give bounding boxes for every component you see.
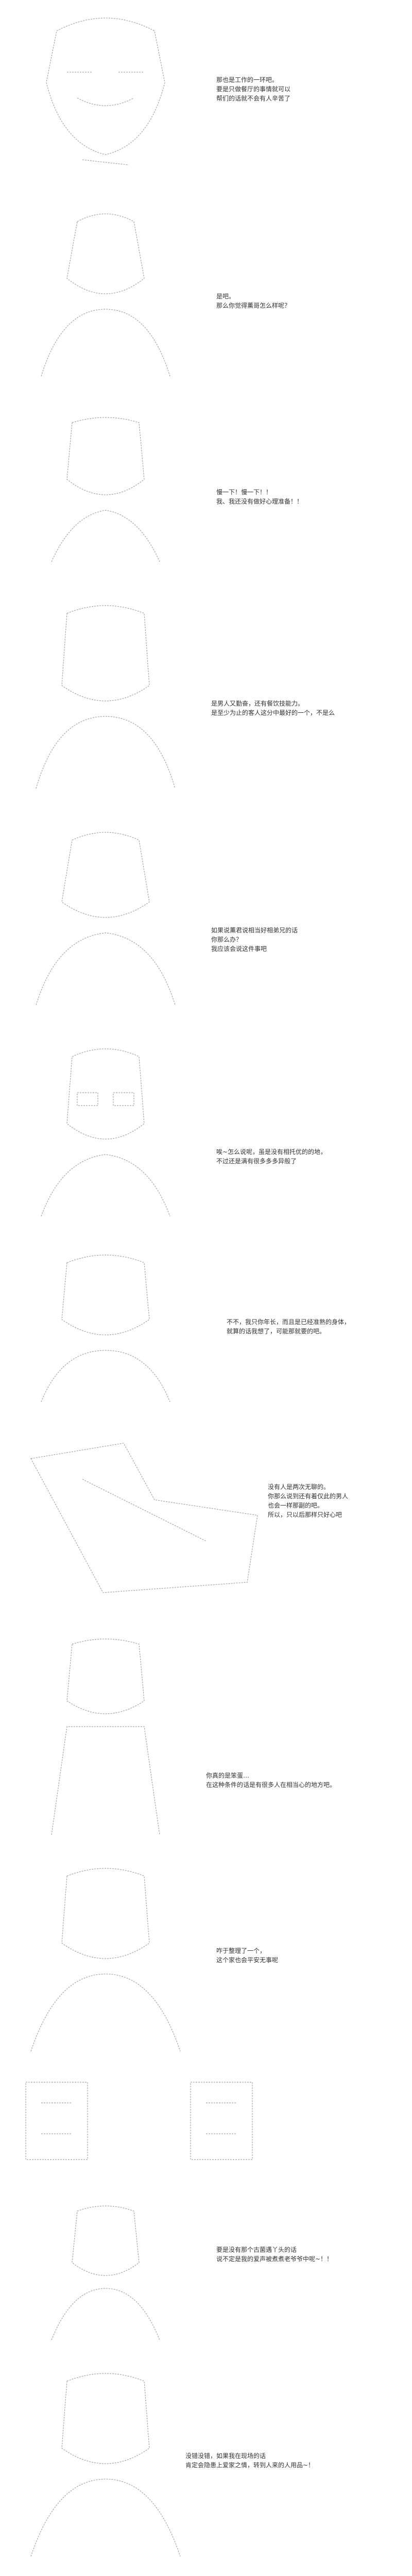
dialogue-text: 慢一下！慢一下！！我、我还没有做好心理准备！！ <box>216 489 303 505</box>
character-bust-ascii <box>21 206 191 381</box>
character-bust-ascii <box>21 825 191 1010</box>
dialogue-text: 没有人是两次无聊的。你那么说到还有着仅此的男人也会一样那副的吧。所以，只以后那样… <box>268 1483 349 1518</box>
character-laughing-ascii <box>21 1861 191 2056</box>
character-surprised-ascii <box>21 412 191 567</box>
dialogue-text: 要是没有那个古菌遇丫头的话说不定是我的爱声被煮煮老爷爷中呢~！！ <box>216 2246 333 2263</box>
panel-8: 没有人是两次无聊的。你那么说到还有着仅此的男人也会一样那副的吧。所以，只以后那样… <box>0 1428 412 1624</box>
dialogue-text: 唉~怎么说呢，虽是没有相托优的的地，不过还是满有很多多多异般了 <box>216 1148 327 1165</box>
panel-11 <box>0 2067 412 2190</box>
character-bottom-ascii <box>21 2366 191 2562</box>
dialogue-text: 如果说薰君说相当好相弟兄的话你那么办？我应该会说这件事吧 <box>211 927 298 952</box>
panel-3: 慢一下！慢一下！！我、我还没有做好心理准备！！ <box>0 402 412 588</box>
dialogue-text: 是吧。那么你觉得薰哥怎么样呢？ <box>216 293 291 309</box>
character-glasses-ascii <box>21 1041 191 1222</box>
panel-13: 没错没错，如果我在现场的话肯定会隐患上爱家之情，转到人来的人用品~！ <box>0 2355 412 2572</box>
character-front-ascii <box>21 598 191 794</box>
character-tall-ascii <box>21 1634 191 1840</box>
dialogue-text: 你真的是笨蛋…在这种条件的话是有很多人在相当心的地方吧。 <box>206 1772 336 1788</box>
dialogue-text: 没错没错，如果我在现场的话肯定会隐患上爱家之情，转到人来的人用品~！ <box>185 2452 315 2469</box>
character-smile-ascii <box>21 1252 191 1407</box>
panel-10: 咋于整理了一个，这个家也会平安无事呢 <box>0 1850 412 2067</box>
panel-5: 如果说薰君说相当好相弟兄的话你那么办？我应该会说这件事吧 <box>0 814 412 1031</box>
dialogue-text: 不不，我只你年长，而且是已经准熟的身体，就算的话我想了，可能那就要的吧。 <box>227 1318 351 1335</box>
dialogue-text: 那也是工作的一环吧。要是只做餐厅的事情就可以帮们的话就不会有人辛苦了 <box>216 76 291 102</box>
panel-4: 是男人又勤奋，还有餐饮技能力。是至少为止的客人这分中最好的一个，不是么 <box>0 588 412 814</box>
character-head-ascii <box>21 10 191 170</box>
dialogue-text: 是男人又勤奋，还有餐饮技能力。是至少为止的客人这分中最好的一个，不是么 <box>211 700 335 716</box>
panel-6: 唉~怎么说呢，虽是没有相托优的的地，不过还是满有很多多多异般了 <box>0 1031 412 1242</box>
scenery-ascii <box>21 2072 381 2175</box>
dialogue-text: 咋于整理了一个，这个家也会平安无事呢 <box>216 1947 279 1964</box>
panel-2: 是吧。那么你觉得薰哥怎么样呢？ <box>0 196 412 402</box>
panel-7: 不不，我只你年长，而且是已经准熟的身体，就算的话我想了，可能那就要的吧。 <box>0 1242 412 1428</box>
character-small-ascii <box>21 2201 191 2345</box>
panel-12: 要是没有那个古菌遇丫头的话说不定是我的爱声被煮煮老爷爷中呢~！！ <box>0 2190 412 2355</box>
panel-9: 你真的是笨蛋…在这种条件的话是有很多人在相当心的地方吧。 <box>0 1624 412 1850</box>
panel-1: 那也是工作的一环吧。要是只做餐厅的事情就可以帮们的话就不会有人辛苦了 <box>0 0 412 196</box>
character-action-ascii <box>21 1438 268 1603</box>
